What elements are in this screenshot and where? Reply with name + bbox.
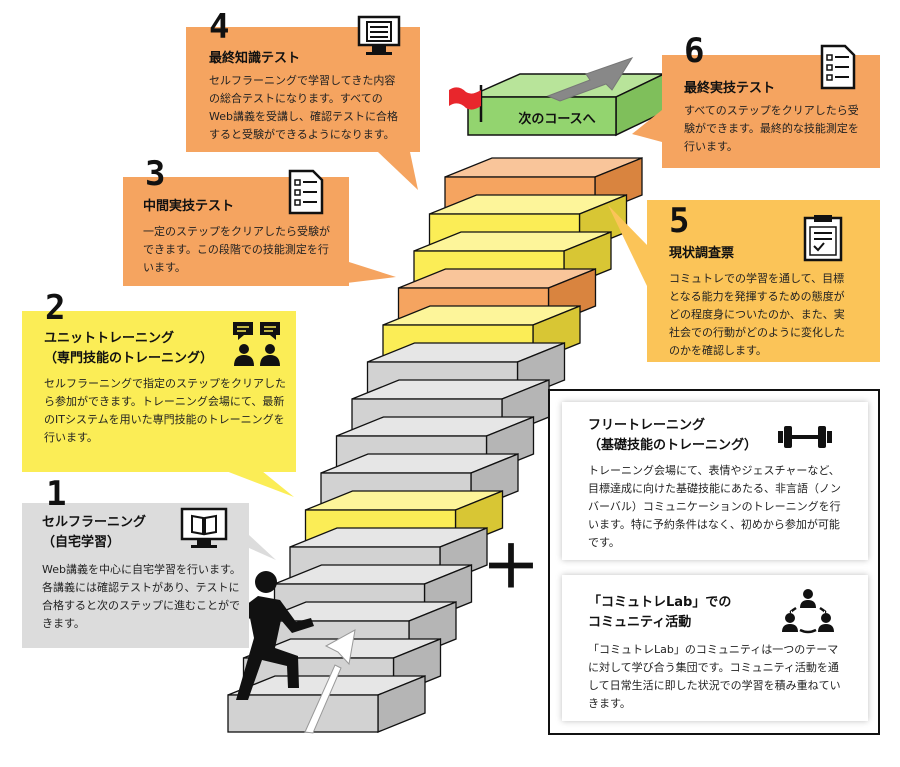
step1-title-1: セルフラーニング bbox=[42, 515, 147, 530]
flag-icon bbox=[449, 85, 483, 122]
running-person-icon bbox=[230, 571, 314, 700]
computer-book-icon bbox=[180, 507, 228, 548]
step4-callout: 最終知識テスト セルフラーニングで学習してきた内容の総合テストになります。すべて… bbox=[186, 27, 420, 152]
arrow-up-icon bbox=[304, 629, 356, 734]
free-training-card: フリートレーニング （基礎技能のトレーニング） トレーニング会場にて、表情やジェ… bbox=[562, 402, 868, 560]
chat-people-icon bbox=[233, 322, 280, 366]
clipboard-icon bbox=[803, 215, 843, 262]
goal-landing bbox=[467, 72, 665, 137]
step6-callout: 最終実技テスト すべてのステップをクリアしたら受験ができます。最終的な技能測定を… bbox=[662, 55, 880, 168]
step6-number: 6 bbox=[684, 31, 705, 71]
free-training-title-2: （基礎技能のトレーニング） bbox=[588, 438, 758, 453]
step4-number: 4 bbox=[209, 7, 230, 47]
step5-title: 現状調査票 bbox=[669, 246, 735, 261]
plus-sign: ＋ bbox=[482, 533, 541, 601]
checklist-icon bbox=[820, 44, 856, 90]
step1-title-2: （自宅学習） bbox=[42, 535, 121, 550]
step3-desc: 一定のステップをクリアしたら受験ができます。この段階での技能測定を行います。 bbox=[143, 225, 330, 274]
community-desc: 「コミュトレLab」のコミュニティは一つのテーマに対して学び合う集団です。コミュ… bbox=[588, 643, 841, 710]
step2-number: 2 bbox=[45, 288, 66, 328]
step3-number: 3 bbox=[145, 154, 166, 194]
step5-number: 5 bbox=[669, 201, 690, 241]
step5-desc: コミュトレでの学習を通して、目標となる能力を発揮するための態度がどの程度身につい… bbox=[669, 272, 845, 357]
next-course-label: 次のコースへ bbox=[518, 112, 596, 127]
next-course-arrow-icon bbox=[546, 57, 634, 102]
step2-title-1: ユニットトレーニング bbox=[44, 331, 175, 346]
stair-riser bbox=[227, 694, 379, 733]
callout-pointer-4 bbox=[378, 152, 418, 190]
checklist-icon bbox=[288, 169, 324, 215]
stair-steps bbox=[227, 157, 643, 733]
step3-title: 中間実技テスト bbox=[143, 199, 235, 214]
step2-desc: セルフラーニングで指定のステップをクリアしたら参加ができます。トレーニング会場に… bbox=[44, 377, 286, 444]
community-icon bbox=[782, 589, 834, 634]
step2-title-2: （専門技能のトレーニング） bbox=[44, 351, 214, 366]
step1-number: 1 bbox=[46, 474, 67, 514]
step4-title: 最終知識テスト bbox=[209, 51, 301, 66]
step6-desc: すべてのステップをクリアしたら受験ができます。最終的な技能測定を行います。 bbox=[684, 104, 859, 153]
callout-pointer-5 bbox=[608, 205, 647, 286]
callout-pointer-6 bbox=[632, 110, 662, 142]
checklist-icon bbox=[357, 15, 401, 55]
step6-title: 最終実技テスト bbox=[684, 81, 776, 96]
callout-pointer-1 bbox=[249, 535, 276, 560]
free-training-desc: トレーニング会場にて、表情やジェスチャーなど、目標達成に向けた基礎技能にあたる、… bbox=[588, 464, 841, 549]
callout-pointer-2 bbox=[226, 471, 294, 497]
community-card: 「コミュトレLab」での コミュニティ活動 「コミュトレLab」のコミュニティは… bbox=[562, 575, 868, 721]
step4-desc: セルフラーニングで学習してきた内容の総合テストになります。すべてのWeb講義を受… bbox=[209, 74, 398, 141]
free-training-title-1: フリートレーニング bbox=[588, 418, 706, 433]
step1-callout: セルフラーニング （自宅学習） Web講義を中心に自宅学習を行います。各講義には… bbox=[22, 503, 249, 648]
step2-callout: ユニットトレーニング （専門技能のトレーニング） セルフラーニングで指定のステッ… bbox=[22, 311, 296, 472]
step1-desc: Web講義を中心に自宅学習を行います。各講義には確認テストがあり、テストに合格す… bbox=[42, 563, 241, 630]
step5-callout: 現状調査票 コミュトレでの学習を通して、目標となる能力を発揮するための態度がどの… bbox=[647, 200, 880, 362]
community-title-2: コミュニティ活動 bbox=[588, 615, 692, 630]
dumbbell-icon bbox=[778, 426, 832, 448]
community-title-1: 「コミュトレLab」での bbox=[588, 595, 732, 610]
